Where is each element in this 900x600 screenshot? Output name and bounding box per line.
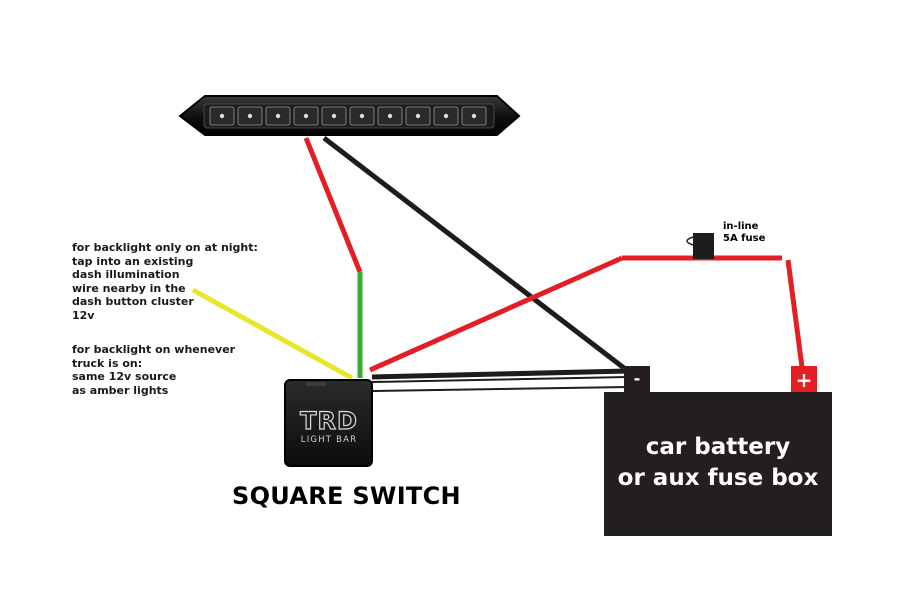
- note-line: dash illumination: [72, 268, 180, 281]
- car-battery: - +: [604, 366, 832, 536]
- battery-label-line: or aux fuse box: [617, 465, 819, 491]
- battery-label-line: car battery: [645, 434, 791, 460]
- switch-logo: TRD: [300, 407, 358, 435]
- switch-ground-wire-white: [371, 379, 629, 389]
- fuse-label-line: 5A fuse: [723, 233, 766, 244]
- led-cells: [209, 106, 487, 126]
- positive-terminal-label: +: [796, 368, 813, 392]
- led-emitters: [219, 113, 477, 119]
- switch-ground-wire-top: [371, 368, 629, 380]
- switch-feed-wire: [368, 255, 624, 373]
- truck-on-backlight-note: for backlight on whenever truck is on: s…: [72, 343, 235, 397]
- note-line: for backlight on whenever: [72, 343, 236, 356]
- switch-ground-wire-outline: [371, 376, 629, 392]
- led-light-bar: [178, 95, 521, 136]
- negative-terminal-label: -: [634, 369, 641, 388]
- light-bar-positive-wire: [303, 137, 363, 273]
- fuse-label: in-line 5A fuse: [723, 221, 765, 245]
- note-line: same 12v source: [72, 370, 177, 383]
- fuse-label-line: in-line: [723, 221, 759, 232]
- positive-terminal: [791, 366, 817, 392]
- note-line: tap into an existing: [72, 254, 194, 268]
- switch-sublabel: LIGHT BAR: [301, 435, 357, 445]
- note-line: dash button cluster: [72, 295, 194, 308]
- wires: [191, 136, 805, 392]
- note-line: wire nearby in the: [72, 281, 186, 295]
- battery-label: car battery or aux fuse box: [604, 432, 832, 494]
- note-line: for backlight only on at night:: [72, 241, 258, 254]
- backlight-wire: [191, 287, 354, 381]
- switch-title: SQUARE SWITCH: [232, 482, 461, 510]
- fuse-to-battery-wire-b: [785, 259, 805, 368]
- negative-terminal: [624, 366, 650, 392]
- note-line: 12v: [72, 308, 95, 322]
- note-line: truck is on:: [72, 356, 143, 370]
- note-line: as amber lights: [72, 383, 169, 397]
- square-switch: TRD LIGHT BAR: [284, 379, 373, 467]
- inline-fuse: [686, 233, 714, 259]
- night-backlight-note: for backlight only on at night: tap into…: [72, 241, 258, 322]
- light-bar-ground-wire: [322, 136, 626, 370]
